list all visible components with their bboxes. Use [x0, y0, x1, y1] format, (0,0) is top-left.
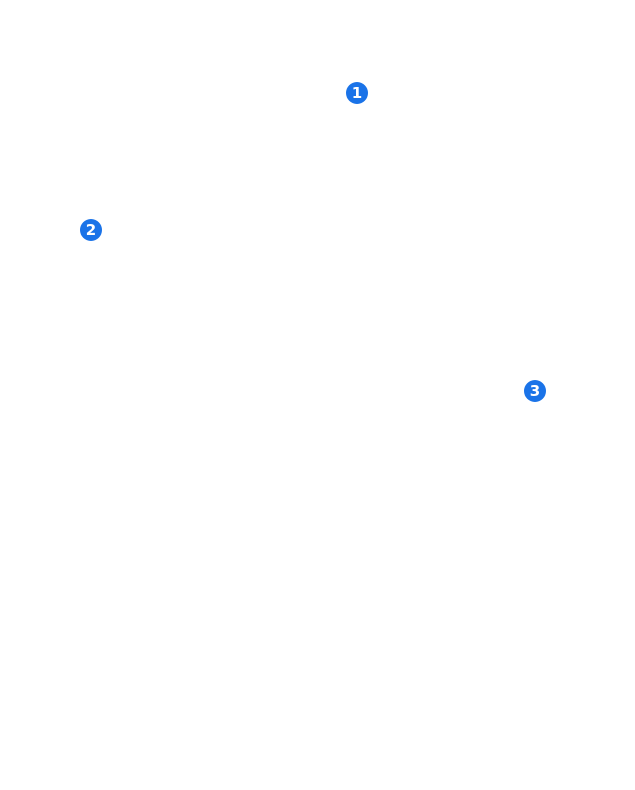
callout-marker-1: 1 [346, 82, 368, 104]
callout-marker-2-label: 2 [85, 220, 97, 239]
callout-marker-2: 2 [80, 219, 102, 241]
callout-marker-1-label: 1 [351, 83, 363, 102]
callout-marker-3: 3 [524, 380, 546, 402]
callout-marker-3-label: 3 [529, 381, 541, 400]
